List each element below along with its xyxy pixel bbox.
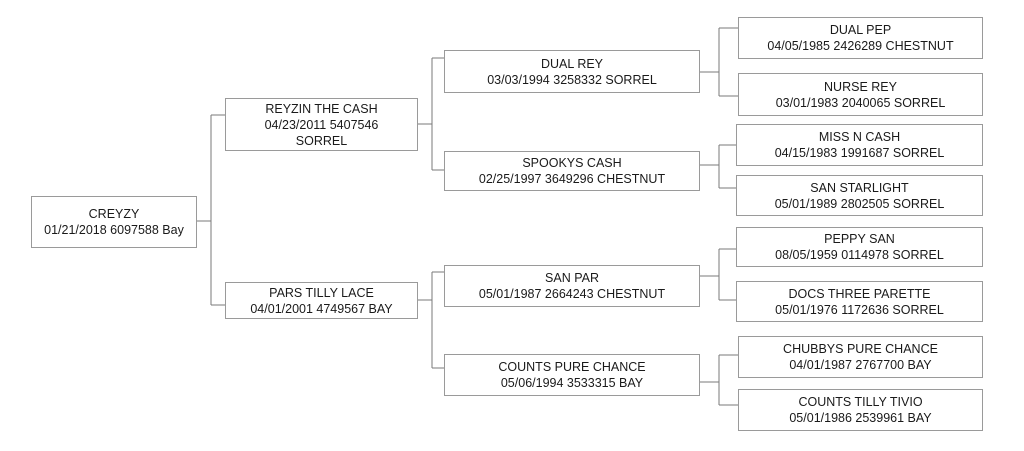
horse-details: 05/01/1987 2664243 CHESTNUT	[478, 287, 666, 301]
horse-details: 04/01/1987 2767700 BAY	[789, 358, 932, 372]
horse-name: DUAL REY	[540, 56, 604, 71]
horse-details: 05/01/1989 2802505 SORREL	[774, 196, 945, 211]
horse-name: SPOOKYS CASH	[522, 156, 622, 170]
horse-details: 04/15/1983 1991687 SORREL	[774, 146, 945, 160]
horse-name: CHUBBYS PURE CHANCE	[783, 342, 938, 356]
horse-name: DOCS THREE PARETTE	[788, 286, 931, 301]
horse-dd-dam: COUNTS TILLY TIVIO 05/01/1986 2539961 BA…	[738, 389, 983, 431]
horse-dam: PARS TILLY LACE 04/01/2001 4749567 BAY	[225, 282, 418, 319]
horse-sd-dam: SAN STARLIGHT 05/01/1989 2802505 SORREL	[736, 175, 983, 216]
horse-details: 03/01/1983 2040065 SORREL	[775, 95, 946, 110]
horse-name: COUNTS PURE CHANCE	[498, 360, 646, 374]
horse-sire-sire: DUAL REY 03/03/1994 3258332 SORREL	[444, 50, 700, 93]
horse-name: PARS TILLY LACE	[269, 285, 374, 300]
horse-name: CREYZY	[88, 207, 140, 221]
horse-details: 01/21/2018 6097588 Bay	[44, 223, 184, 237]
horse-details: 02/25/1997 3649296 CHESTNUT	[478, 172, 666, 186]
horse-details: SORREL	[295, 133, 348, 148]
horse-name: SAN PAR	[545, 271, 599, 285]
horse-details: 05/01/1976 1172636 SORREL	[775, 302, 944, 317]
horse-ds-dam: DOCS THREE PARETTE 05/01/1976 1172636 SO…	[736, 281, 983, 322]
horse-details: 04/23/2011 5407546	[264, 117, 379, 132]
horse-ss-sire: DUAL PEP 04/05/1985 2426289 CHESTNUT	[738, 17, 983, 59]
horse-name: MISS N CASH	[818, 130, 901, 144]
horse-sire: REYZIN THE CASH 04/23/2011 5407546 SORRE…	[225, 98, 418, 151]
horse-details: 05/06/1994 3533315 BAY	[500, 376, 644, 390]
horse-details: 05/01/1986 2539961 BAY	[789, 411, 932, 425]
horse-name: NURSE REY	[824, 79, 897, 94]
horse-dam-sire: SAN PAR 05/01/1987 2664243 CHESTNUT	[444, 265, 700, 307]
horse-ss-dam: NURSE REY 03/01/1983 2040065 SORREL	[738, 73, 983, 116]
horse-name: COUNTS TILLY TIVIO	[798, 395, 923, 409]
horse-dam-dam: COUNTS PURE CHANCE 05/06/1994 3533315 BA…	[444, 354, 700, 396]
horse-name: PEPPY SAN	[824, 232, 895, 246]
horse-details: 04/01/2001 4749567 BAY	[250, 301, 393, 316]
horse-name: REYZIN THE CASH	[265, 101, 378, 116]
horse-name: DUAL PEP	[829, 23, 892, 37]
horse-sire-dam: SPOOKYS CASH 02/25/1997 3649296 CHESTNUT	[444, 151, 700, 191]
horse-details: 03/03/1994 3258332 SORREL	[487, 72, 657, 87]
horse-sd-sire: MISS N CASH 04/15/1983 1991687 SORREL	[736, 124, 983, 166]
horse-dd-sire: CHUBBYS PURE CHANCE 04/01/1987 2767700 B…	[738, 336, 983, 378]
horse-name: SAN STARLIGHT	[810, 180, 909, 195]
horse-details: 08/05/1959 0114978 SORREL	[775, 248, 944, 262]
horse-subject: CREYZY 01/21/2018 6097588 Bay	[31, 196, 197, 248]
horse-ds-sire: PEPPY SAN 08/05/1959 0114978 SORREL	[736, 227, 983, 267]
horse-details: 04/05/1985 2426289 CHESTNUT	[767, 39, 954, 53]
